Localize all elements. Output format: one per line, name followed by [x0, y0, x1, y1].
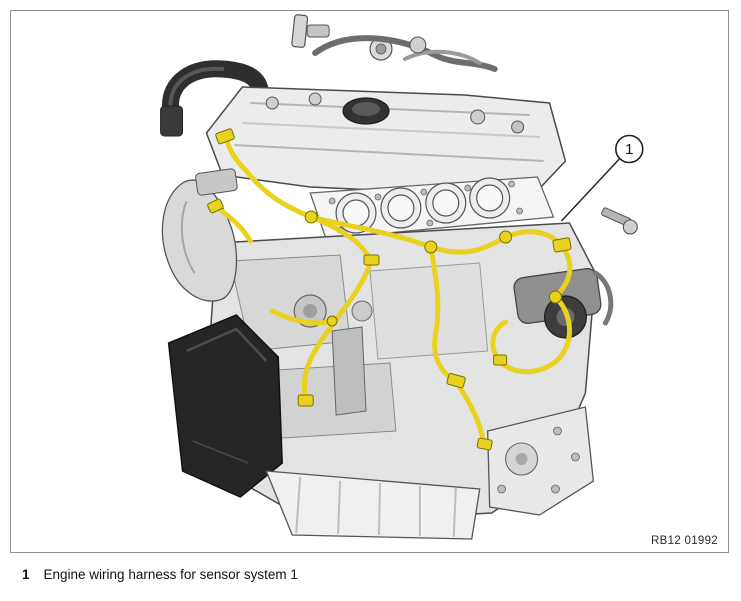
leader-line: [560, 158, 620, 222]
airbox-lower-left: [167, 314, 283, 498]
bolt-right: [601, 207, 638, 235]
harness-connectors: [207, 128, 572, 451]
caption-text: Engine wiring harness for sensor system …: [43, 567, 298, 582]
callout-1: 1: [560, 134, 644, 222]
caption-index: 1: [22, 567, 30, 582]
figure-reference-code: RB12 01992: [651, 535, 718, 547]
right-flange: [487, 406, 595, 516]
valve-cover: [205, 86, 567, 198]
top-fittings: [291, 14, 498, 72]
intake-hose: [160, 60, 269, 137]
engine-illustration: 1: [160, 14, 644, 540]
callout-label: 1: [625, 141, 633, 158]
figure-caption: 1 Engine wiring harness for sensor syste…: [22, 567, 298, 582]
left-accessories: [161, 168, 238, 302]
oil-pan: [265, 470, 481, 540]
cylinder-head-face: [309, 176, 555, 240]
figure-frame: 1 RB12 01992: [10, 10, 729, 553]
